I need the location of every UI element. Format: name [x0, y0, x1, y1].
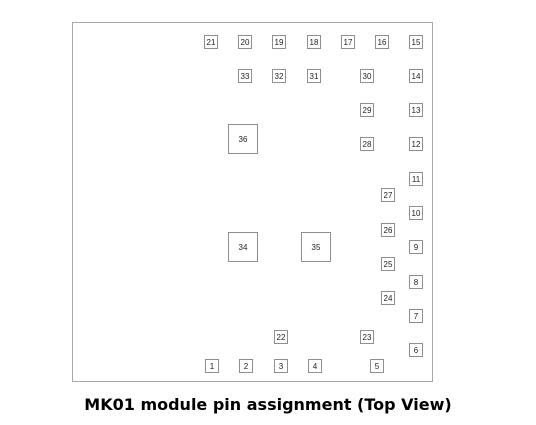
- pin-20: 20: [238, 35, 252, 49]
- pin-9: 9: [409, 240, 423, 254]
- pin-8: 8: [409, 275, 423, 289]
- pin-26: 26: [381, 223, 395, 237]
- pin-7: 7: [409, 309, 423, 323]
- pin-12: 12: [409, 137, 423, 151]
- pad-34: 34: [228, 232, 258, 262]
- pin-15: 15: [409, 35, 423, 49]
- pin-24: 24: [381, 291, 395, 305]
- pin-5: 5: [370, 359, 384, 373]
- pin-11: 11: [409, 172, 423, 186]
- diagram-caption: MK01 module pin assignment (Top View): [84, 395, 452, 414]
- module-outline: 21 20 19 18 17 16 15 33 32 31 30 14 29 1…: [72, 22, 433, 382]
- pin-25: 25: [381, 257, 395, 271]
- pin-10: 10: [409, 206, 423, 220]
- pin-30: 30: [360, 69, 374, 83]
- pin-16: 16: [375, 35, 389, 49]
- pin-23: 23: [360, 330, 374, 344]
- pin-22: 22: [274, 330, 288, 344]
- pin-6: 6: [409, 343, 423, 357]
- pin-1: 1: [205, 359, 219, 373]
- pad-35: 35: [301, 232, 331, 262]
- pin-2: 2: [239, 359, 253, 373]
- pin-4: 4: [308, 359, 322, 373]
- pad-36: 36: [228, 124, 258, 154]
- pin-18: 18: [307, 35, 321, 49]
- pin-27: 27: [381, 188, 395, 202]
- pin-29: 29: [360, 103, 374, 117]
- pin-33: 33: [238, 69, 252, 83]
- pin-3: 3: [274, 359, 288, 373]
- pin-28: 28: [360, 137, 374, 151]
- pin-32: 32: [272, 69, 286, 83]
- pin-31: 31: [307, 69, 321, 83]
- pin-14: 14: [409, 69, 423, 83]
- pin-21: 21: [204, 35, 218, 49]
- pin-19: 19: [272, 35, 286, 49]
- pin-17: 17: [341, 35, 355, 49]
- pin-13: 13: [409, 103, 423, 117]
